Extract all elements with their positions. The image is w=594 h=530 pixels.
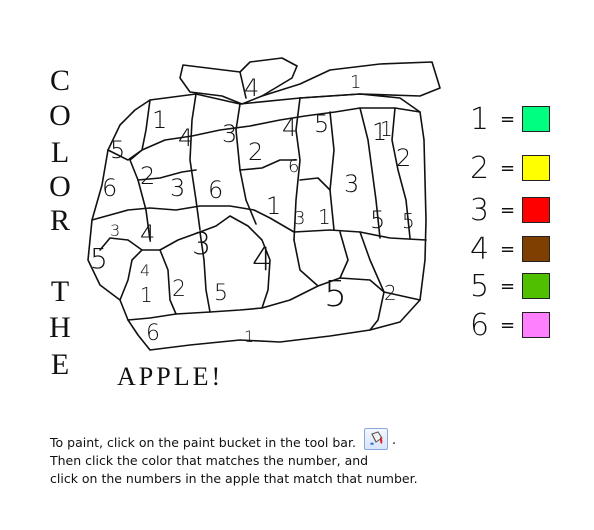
legend-number: 6 xyxy=(470,308,490,343)
legend-equals: = xyxy=(500,158,516,179)
title-apple: APPLE! xyxy=(117,362,224,391)
region-number[interactable]: 5 xyxy=(324,274,347,315)
instruction-text-1: To paint, click on the paint bucket in t… xyxy=(50,435,356,450)
instruction-period: . xyxy=(392,433,397,448)
region-number[interactable]: 4 xyxy=(244,74,259,102)
region-number[interactable]: 6 xyxy=(208,176,223,204)
region-number[interactable]: 4 xyxy=(252,240,272,278)
title-letter-c: C xyxy=(49,64,70,97)
legend-number: 4 xyxy=(470,232,490,267)
instructions: To paint, click on the paint bucket in t… xyxy=(50,434,418,488)
legend-row-1: 1 = xyxy=(470,102,580,138)
legend-row-4: 4 = xyxy=(470,232,580,268)
region-number[interactable]: 1 xyxy=(318,205,331,229)
title-letter-e: E xyxy=(50,348,70,381)
title-letter-t: T xyxy=(50,275,70,308)
paint-bucket-button[interactable] xyxy=(364,428,388,450)
color-swatch-5[interactable] xyxy=(522,273,550,299)
region-number[interactable]: 1 xyxy=(380,117,393,141)
color-swatch-3[interactable] xyxy=(522,197,550,223)
region-number[interactable]: 1 xyxy=(244,327,254,346)
legend-row-6: 6 = xyxy=(470,308,580,344)
region-number[interactable]: 2 xyxy=(248,138,263,166)
region-number[interactable]: 4 xyxy=(178,124,193,152)
legend-equals: = xyxy=(500,276,516,297)
color-swatch-2[interactable] xyxy=(522,155,550,181)
legend-equals: = xyxy=(500,239,516,260)
region-number[interactable]: 3 xyxy=(222,120,237,148)
region-number[interactable]: 5 xyxy=(110,136,125,164)
region-number[interactable]: 1 xyxy=(372,118,387,146)
region-number[interactable]: 1 xyxy=(350,72,361,93)
paint-bucket-icon xyxy=(370,431,383,445)
region-number[interactable]: 1 xyxy=(266,192,281,220)
region-number[interactable]: 3 xyxy=(344,170,359,198)
title-letter-l: L xyxy=(50,136,70,169)
title-letter-r: R xyxy=(49,204,70,237)
region-number[interactable]: 1 xyxy=(152,106,167,134)
title-letter-o2: O xyxy=(49,170,71,203)
region-number[interactable]: 5 xyxy=(214,281,228,306)
region-number[interactable]: 3 xyxy=(192,227,211,262)
region-number[interactable]: 4 xyxy=(140,261,150,280)
legend-number: 1 xyxy=(470,102,490,137)
legend-number: 2 xyxy=(470,151,490,186)
region-number[interactable]: 4 xyxy=(282,114,297,142)
region-number[interactable]: 6 xyxy=(288,156,299,177)
region-number[interactable]: 6 xyxy=(102,174,117,202)
region-number[interactable]: 1 xyxy=(140,283,153,307)
region-number[interactable]: 2 xyxy=(384,281,397,305)
color-swatch-4[interactable] xyxy=(522,236,550,262)
title-letter-h: H xyxy=(49,311,71,344)
region-number[interactable]: 6 xyxy=(146,321,160,346)
legend-equals: = xyxy=(500,200,516,221)
region-number[interactable]: 3 xyxy=(170,174,185,202)
region-number-group: 4 1 5 1 4 3 2 4 5 1 2 5 2 3 6 6 3 6 1 3 … xyxy=(90,72,415,346)
legend-number: 5 xyxy=(470,269,490,304)
region-number[interactable]: 2 xyxy=(172,277,186,302)
instruction-line-2: Then click the color that matches the nu… xyxy=(50,453,369,468)
region-number[interactable]: 2 xyxy=(140,162,155,190)
apple-outline xyxy=(87,57,441,351)
color-swatch-1[interactable] xyxy=(522,106,550,132)
legend-equals: = xyxy=(500,109,516,130)
legend-row-5: 5 = xyxy=(470,269,580,305)
instruction-line-1: To paint, click on the paint bucket in t… xyxy=(50,434,418,452)
legend-row-3: 3 = xyxy=(470,193,580,229)
region-number[interactable]: 4 xyxy=(140,220,155,248)
legend-number: 3 xyxy=(470,193,490,228)
title-letter-o: O xyxy=(49,99,71,132)
region-number[interactable]: 5 xyxy=(402,209,415,233)
region-number[interactable]: 3 xyxy=(110,221,120,240)
region-number[interactable]: 5 xyxy=(314,110,329,138)
instruction-line-3: click on the numbers in the apple that m… xyxy=(50,471,418,486)
color-swatch-6[interactable] xyxy=(522,312,550,338)
region-number[interactable]: 2 xyxy=(396,144,411,172)
legend-row-2: 2 = xyxy=(470,151,580,187)
region-number[interactable]: 5 xyxy=(370,206,385,234)
legend-equals: = xyxy=(500,315,516,336)
region-number[interactable]: 3 xyxy=(294,208,305,229)
region-number[interactable]: 5 xyxy=(90,242,108,275)
